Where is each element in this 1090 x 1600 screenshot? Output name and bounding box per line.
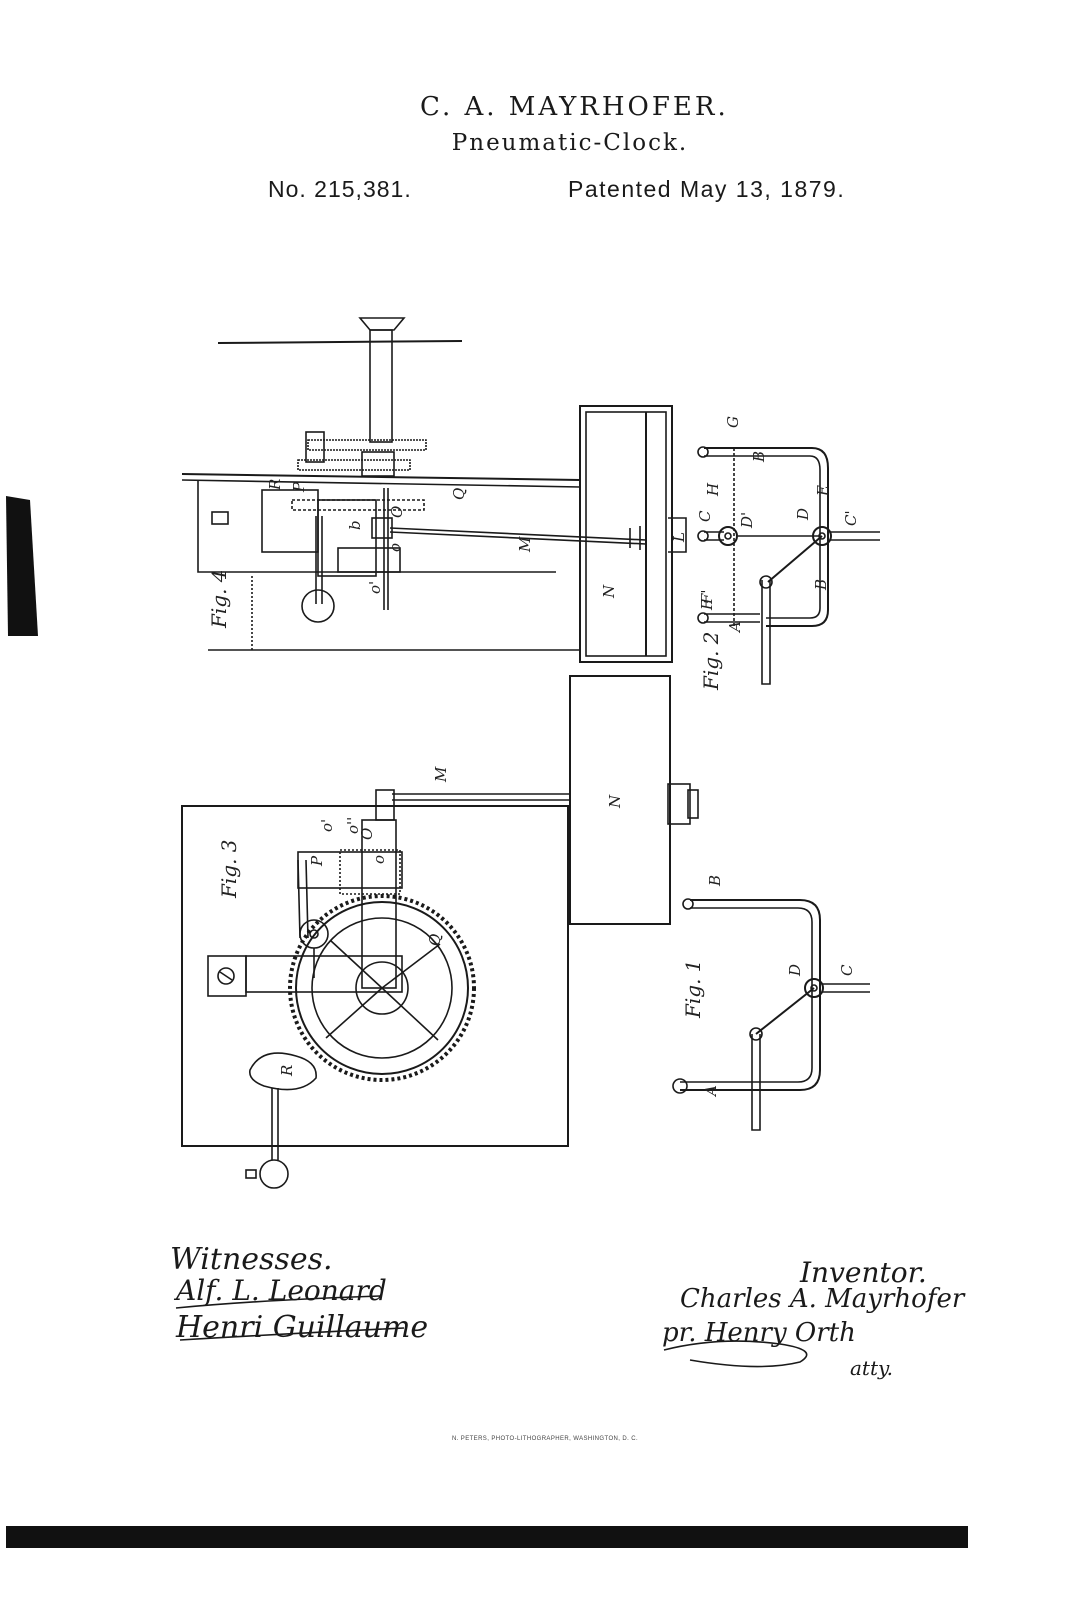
- fig2-letter-A: A: [726, 621, 744, 634]
- patent-title: Pneumatic-Clock.: [451, 130, 689, 156]
- fig2-label: Fig. 2: [699, 631, 723, 691]
- fig2-letter-C: C: [696, 510, 714, 522]
- inventor-name: C. A. MAYRHOFER.: [420, 92, 729, 122]
- fig4-letter-b: b: [346, 520, 364, 530]
- fig3-drawing: [181, 675, 699, 1189]
- fig4-drawing: [181, 317, 687, 663]
- fig3-letter-o: o: [370, 855, 388, 864]
- fig2-letter-G: G: [724, 416, 742, 428]
- fig1-letter-A: A: [702, 1085, 720, 1098]
- attorney-label: atty.: [850, 1356, 893, 1380]
- fig2-letter-F: F: [698, 599, 716, 611]
- witness-signature-1: Alf. L. Leonard: [176, 1274, 387, 1307]
- patent-date: Patented May 13, 1879.: [568, 176, 846, 202]
- fig1-letter-C: C: [838, 964, 856, 976]
- fig2-letter-D: D: [794, 508, 812, 521]
- fig3-letter-M: M: [432, 766, 450, 783]
- fig4-label: Fig. 4: [207, 569, 231, 629]
- fig3-letter-R: R: [278, 1065, 296, 1077]
- fig4-letter-O: O: [388, 506, 406, 518]
- fig2-letter-B-upper: B: [750, 451, 768, 463]
- fig1-drawing: [672, 898, 870, 1131]
- fig2-letter-F-prime: F': [698, 589, 716, 605]
- fig2-letter-E: E: [814, 485, 832, 497]
- fig1-letter-D: D: [786, 964, 804, 977]
- fig4-letter-R: R: [266, 479, 284, 491]
- fig4-letter-Q: Q: [450, 488, 468, 500]
- scan-artifacts: [6, 496, 968, 1548]
- fig2-drawing: [697, 446, 880, 685]
- fig2-letter-B-lower: B: [812, 579, 830, 591]
- patent-number: No. 215,381.: [268, 176, 412, 202]
- fig2-letter-H: H: [704, 482, 722, 497]
- fig3-letter-P: P: [308, 855, 326, 867]
- fig2-letter-C-prime: C': [842, 510, 860, 526]
- fig4-letter-M: M: [516, 536, 534, 553]
- fig3-letter-Q: Q: [426, 934, 444, 946]
- fig1-label: Fig. 1: [681, 959, 705, 1019]
- fig4-letter-o-prime: o': [366, 581, 384, 594]
- fig3-label: Fig. 3: [217, 839, 241, 899]
- witness-signature-2: Henri Guillaume: [176, 1310, 429, 1345]
- fig4-letter-L: L: [670, 532, 688, 543]
- fig3-letter-N: N: [606, 794, 624, 809]
- fig4-letter-o: o: [386, 543, 404, 552]
- fig3-letter-o-prime: o': [318, 819, 336, 832]
- signature-flourishes: [175, 1295, 808, 1368]
- fig3-letter-O: O: [358, 828, 376, 840]
- fig3-letter-o-double-prime: o'': [344, 817, 362, 834]
- lithographer-credit: N. PETERS, PHOTO-LITHOGRAPHER, WASHINGTO…: [451, 1436, 639, 1442]
- attorney-signature: pr. Henry Orth: [662, 1318, 856, 1348]
- inventor-signature: Charles A. Mayrhofer: [680, 1284, 965, 1314]
- fig4-letter-P: P: [290, 481, 308, 493]
- witnesses-label: Witnesses.: [170, 1242, 333, 1277]
- fig4-letter-N: N: [600, 584, 618, 599]
- inventor-label: Inventor.: [800, 1256, 927, 1289]
- fig2-letter-D-prime: D': [738, 512, 756, 529]
- fig1-letter-B: B: [706, 875, 724, 887]
